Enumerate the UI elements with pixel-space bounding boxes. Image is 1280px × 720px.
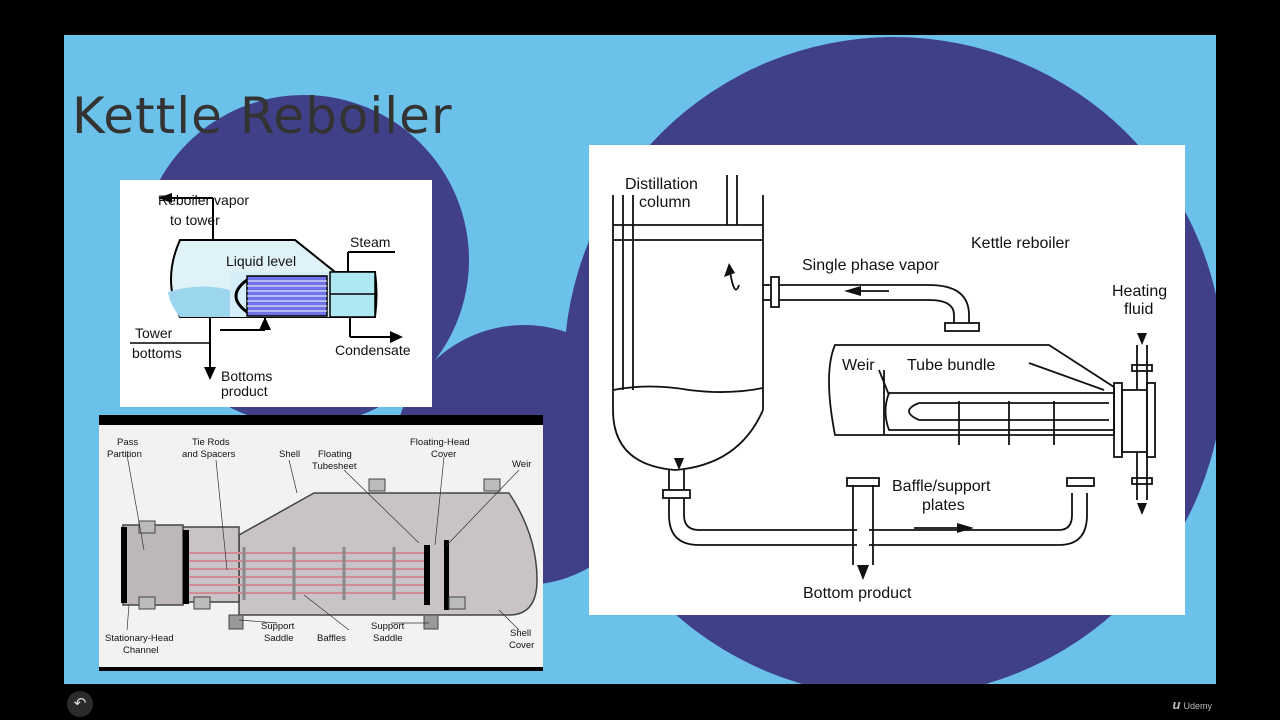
label-bottoms: bottoms <box>132 345 182 361</box>
label-weir: Weir <box>842 357 875 374</box>
label-single-phase-vapor: Single phase vapor <box>802 257 940 274</box>
label-stationary-head: Stationary-Head <box>105 633 174 644</box>
label-steam: Steam <box>350 234 390 250</box>
label-distillation: Distillation <box>625 176 698 193</box>
label-bottoms-product-1: Bottoms <box>221 368 272 384</box>
label-floating: Floating <box>318 449 352 460</box>
label-channel: Channel <box>123 645 158 656</box>
label-weir-cutaway: Weir <box>512 459 531 470</box>
back-arrow-icon: ↶ <box>73 695 87 712</box>
back-button[interactable]: ↶ <box>67 691 93 717</box>
udemy-logo-icon: u <box>1172 697 1181 712</box>
brand-name: Udemy <box>1183 701 1212 711</box>
kettle-schematic-diagram: Reboiler vapor to tower Steam Liquid lev… <box>130 192 411 399</box>
label-and-spacers: and Spacers <box>182 449 236 460</box>
label-tube-bundle: Tube bundle <box>907 357 995 374</box>
kettle-reboiler-drawing-panel: Distillation column Kettle reboiler Sing… <box>589 145 1185 615</box>
label-support-b: Support <box>371 621 405 632</box>
label-fluid: fluid <box>1124 301 1153 318</box>
label-support-a: Support <box>261 621 295 632</box>
label-liquid-level: Liquid level <box>226 253 296 269</box>
label-tubesheet: Tubesheet <box>312 461 357 472</box>
label-heating: Heating <box>1112 283 1167 300</box>
label-baffle-support: Baffle/support <box>892 478 991 495</box>
label-bottoms-product-2: product <box>221 383 268 399</box>
label-to-tower: to tower <box>170 212 220 228</box>
label-saddle-a: Saddle <box>264 633 294 644</box>
slide: Kettle Reboiler <box>64 35 1216 684</box>
label-shell: Shell <box>279 449 300 460</box>
label-reboiler-vapor: Reboiler vapor <box>158 192 249 208</box>
slide-title: Kettle Reboiler <box>72 87 453 145</box>
heat-exchanger-cutaway-diagram: Pass Partition Tie Rods and Spacers Shel… <box>99 425 543 667</box>
label-kettle-reboiler: Kettle reboiler <box>971 235 1070 252</box>
label-bottom-product: Bottom product <box>803 585 912 602</box>
kettle-schematic-panel: Reboiler vapor to tower Steam Liquid lev… <box>120 180 432 407</box>
label-pass: Pass <box>117 437 138 448</box>
label-baffles: Baffles <box>317 633 346 644</box>
kettle-reboiler-drawing: Distillation column Kettle reboiler Sing… <box>612 175 1167 602</box>
label-cover: Cover <box>431 449 456 460</box>
label-shell-cover-2: Cover <box>509 640 534 651</box>
label-floating-head: Floating-Head <box>410 437 470 448</box>
label-partition: Partition <box>107 449 142 460</box>
player-control-bar <box>0 684 1280 720</box>
label-plates: plates <box>922 497 965 514</box>
label-tower: Tower <box>135 325 173 341</box>
label-tie-rods: Tie Rods <box>192 437 230 448</box>
heat-exchanger-cutaway-panel: Pass Partition Tie Rods and Spacers Shel… <box>99 415 543 671</box>
label-column: column <box>639 194 691 211</box>
label-shell-cover-1: Shell <box>510 628 531 639</box>
label-condensate: Condensate <box>335 342 411 358</box>
label-saddle-b: Saddle <box>373 633 403 644</box>
